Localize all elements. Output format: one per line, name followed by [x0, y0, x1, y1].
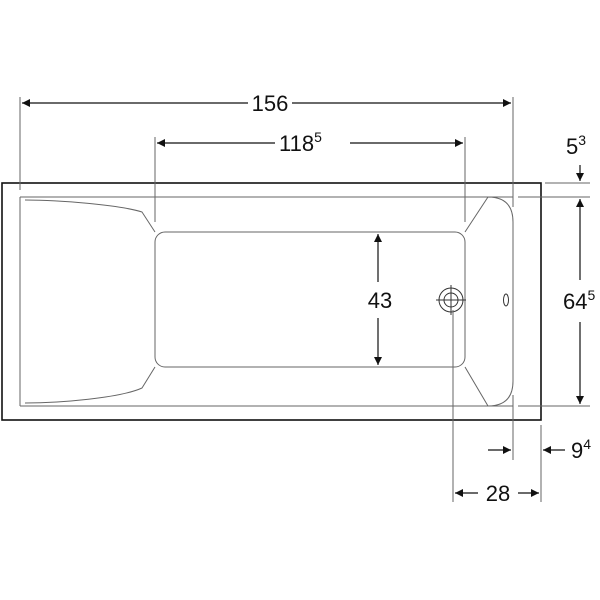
dim-5-3: 53	[566, 132, 586, 159]
overflow-icon	[503, 293, 509, 307]
dimension-lines	[22, 99, 584, 497]
dim-9-4: 94	[571, 436, 591, 463]
dim-156: 156	[252, 91, 289, 116]
drain-icon	[436, 285, 466, 315]
dim-28: 28	[486, 481, 510, 506]
extension-lines	[19, 97, 590, 502]
tub-outline	[1, 182, 542, 421]
headrest	[24, 199, 156, 404]
dim-118-5: 1185	[279, 129, 322, 156]
dim-64-5: 645	[563, 287, 595, 314]
dim-43: 43	[368, 288, 392, 313]
tub-floor	[154, 231, 466, 368]
foot-end	[464, 196, 514, 407]
